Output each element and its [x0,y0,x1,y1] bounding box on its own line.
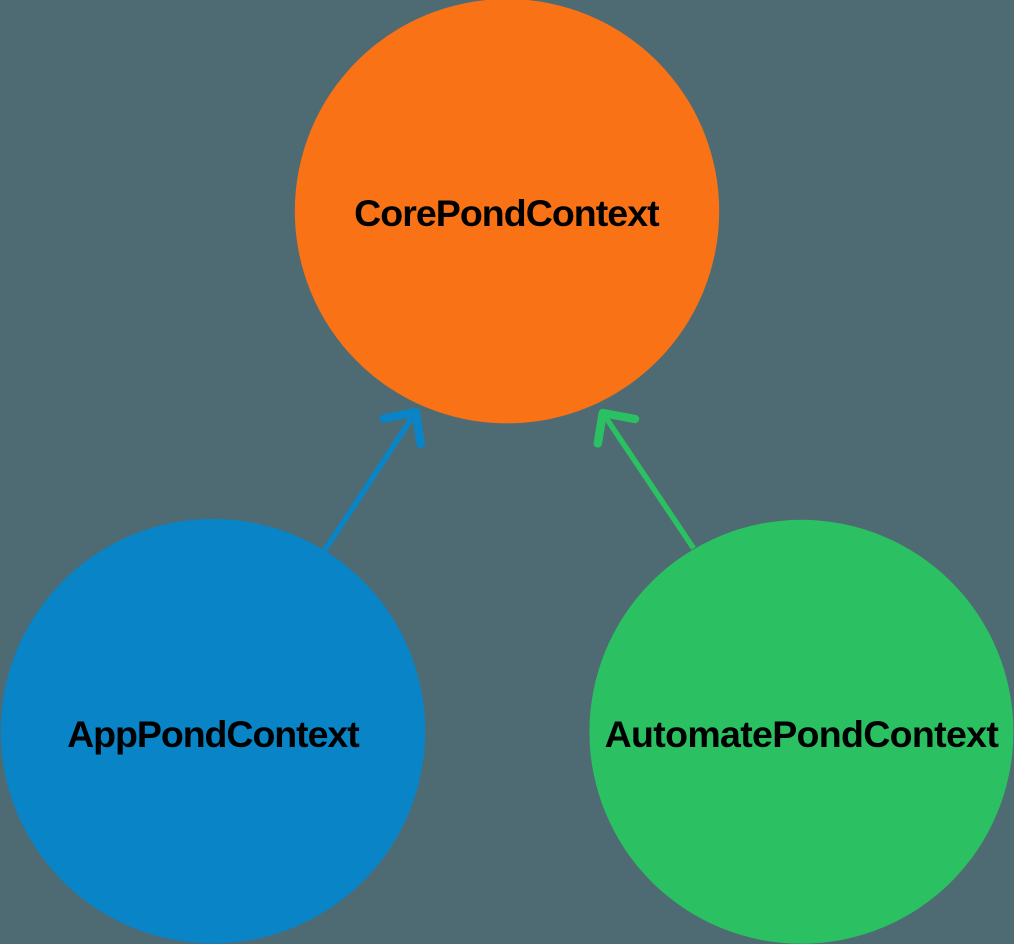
svg-text:AppPondContext: AppPondContext [67,713,360,755]
svg-text:CorePondContext: CorePondContext [354,192,660,234]
svg-text:AutomatePondContext: AutomatePondContext [605,713,1000,755]
